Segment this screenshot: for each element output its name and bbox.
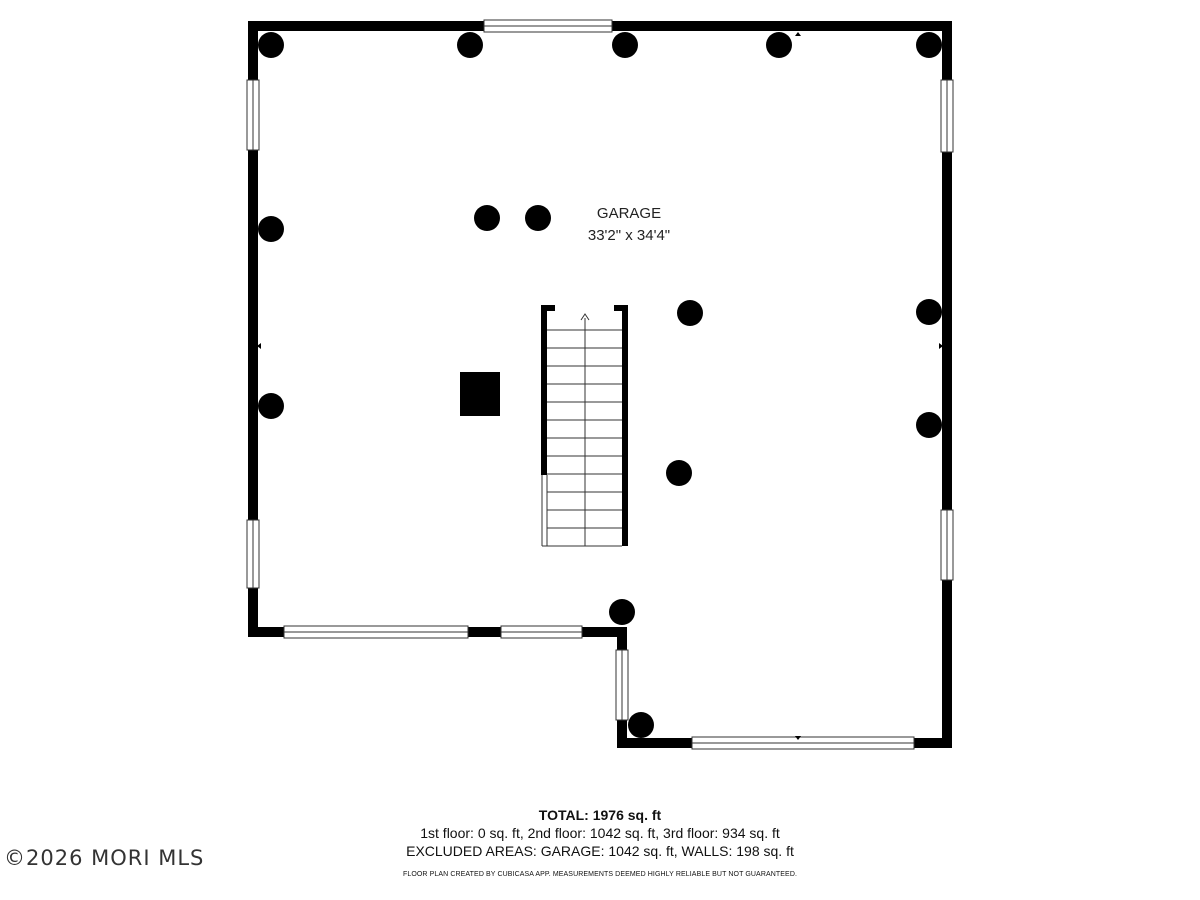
windows	[246, 19, 954, 750]
column	[612, 32, 638, 58]
excluded-areas: EXCLUDED AREAS: GARAGE: 1042 sq. ft, WAL…	[406, 843, 794, 859]
floor-areas: 1st floor: 0 sq. ft, 2nd floor: 1042 sq.…	[420, 825, 780, 841]
column	[916, 32, 942, 58]
door-markers	[257, 32, 943, 740]
room-name: GARAGE	[597, 205, 661, 222]
staircase	[541, 305, 628, 547]
column	[474, 205, 500, 231]
column	[525, 205, 551, 231]
column	[628, 712, 654, 738]
column	[258, 32, 284, 58]
column	[916, 412, 942, 438]
column	[677, 300, 703, 326]
square-post	[460, 372, 500, 416]
room-dimensions: 33'2" x 34'4"	[588, 227, 670, 244]
column	[766, 32, 792, 58]
column	[916, 299, 942, 325]
watermark: ©2026 MORI MLS	[4, 846, 205, 870]
columns	[258, 32, 942, 738]
total-area: TOTAL: 1976 sq. ft	[538, 807, 662, 823]
column	[258, 393, 284, 419]
column	[609, 599, 635, 625]
column	[457, 32, 483, 58]
column	[666, 460, 692, 486]
column	[258, 216, 284, 242]
plan-credit: FLOOR PLAN CREATED BY CUBICASA APP. MEAS…	[402, 871, 798, 878]
